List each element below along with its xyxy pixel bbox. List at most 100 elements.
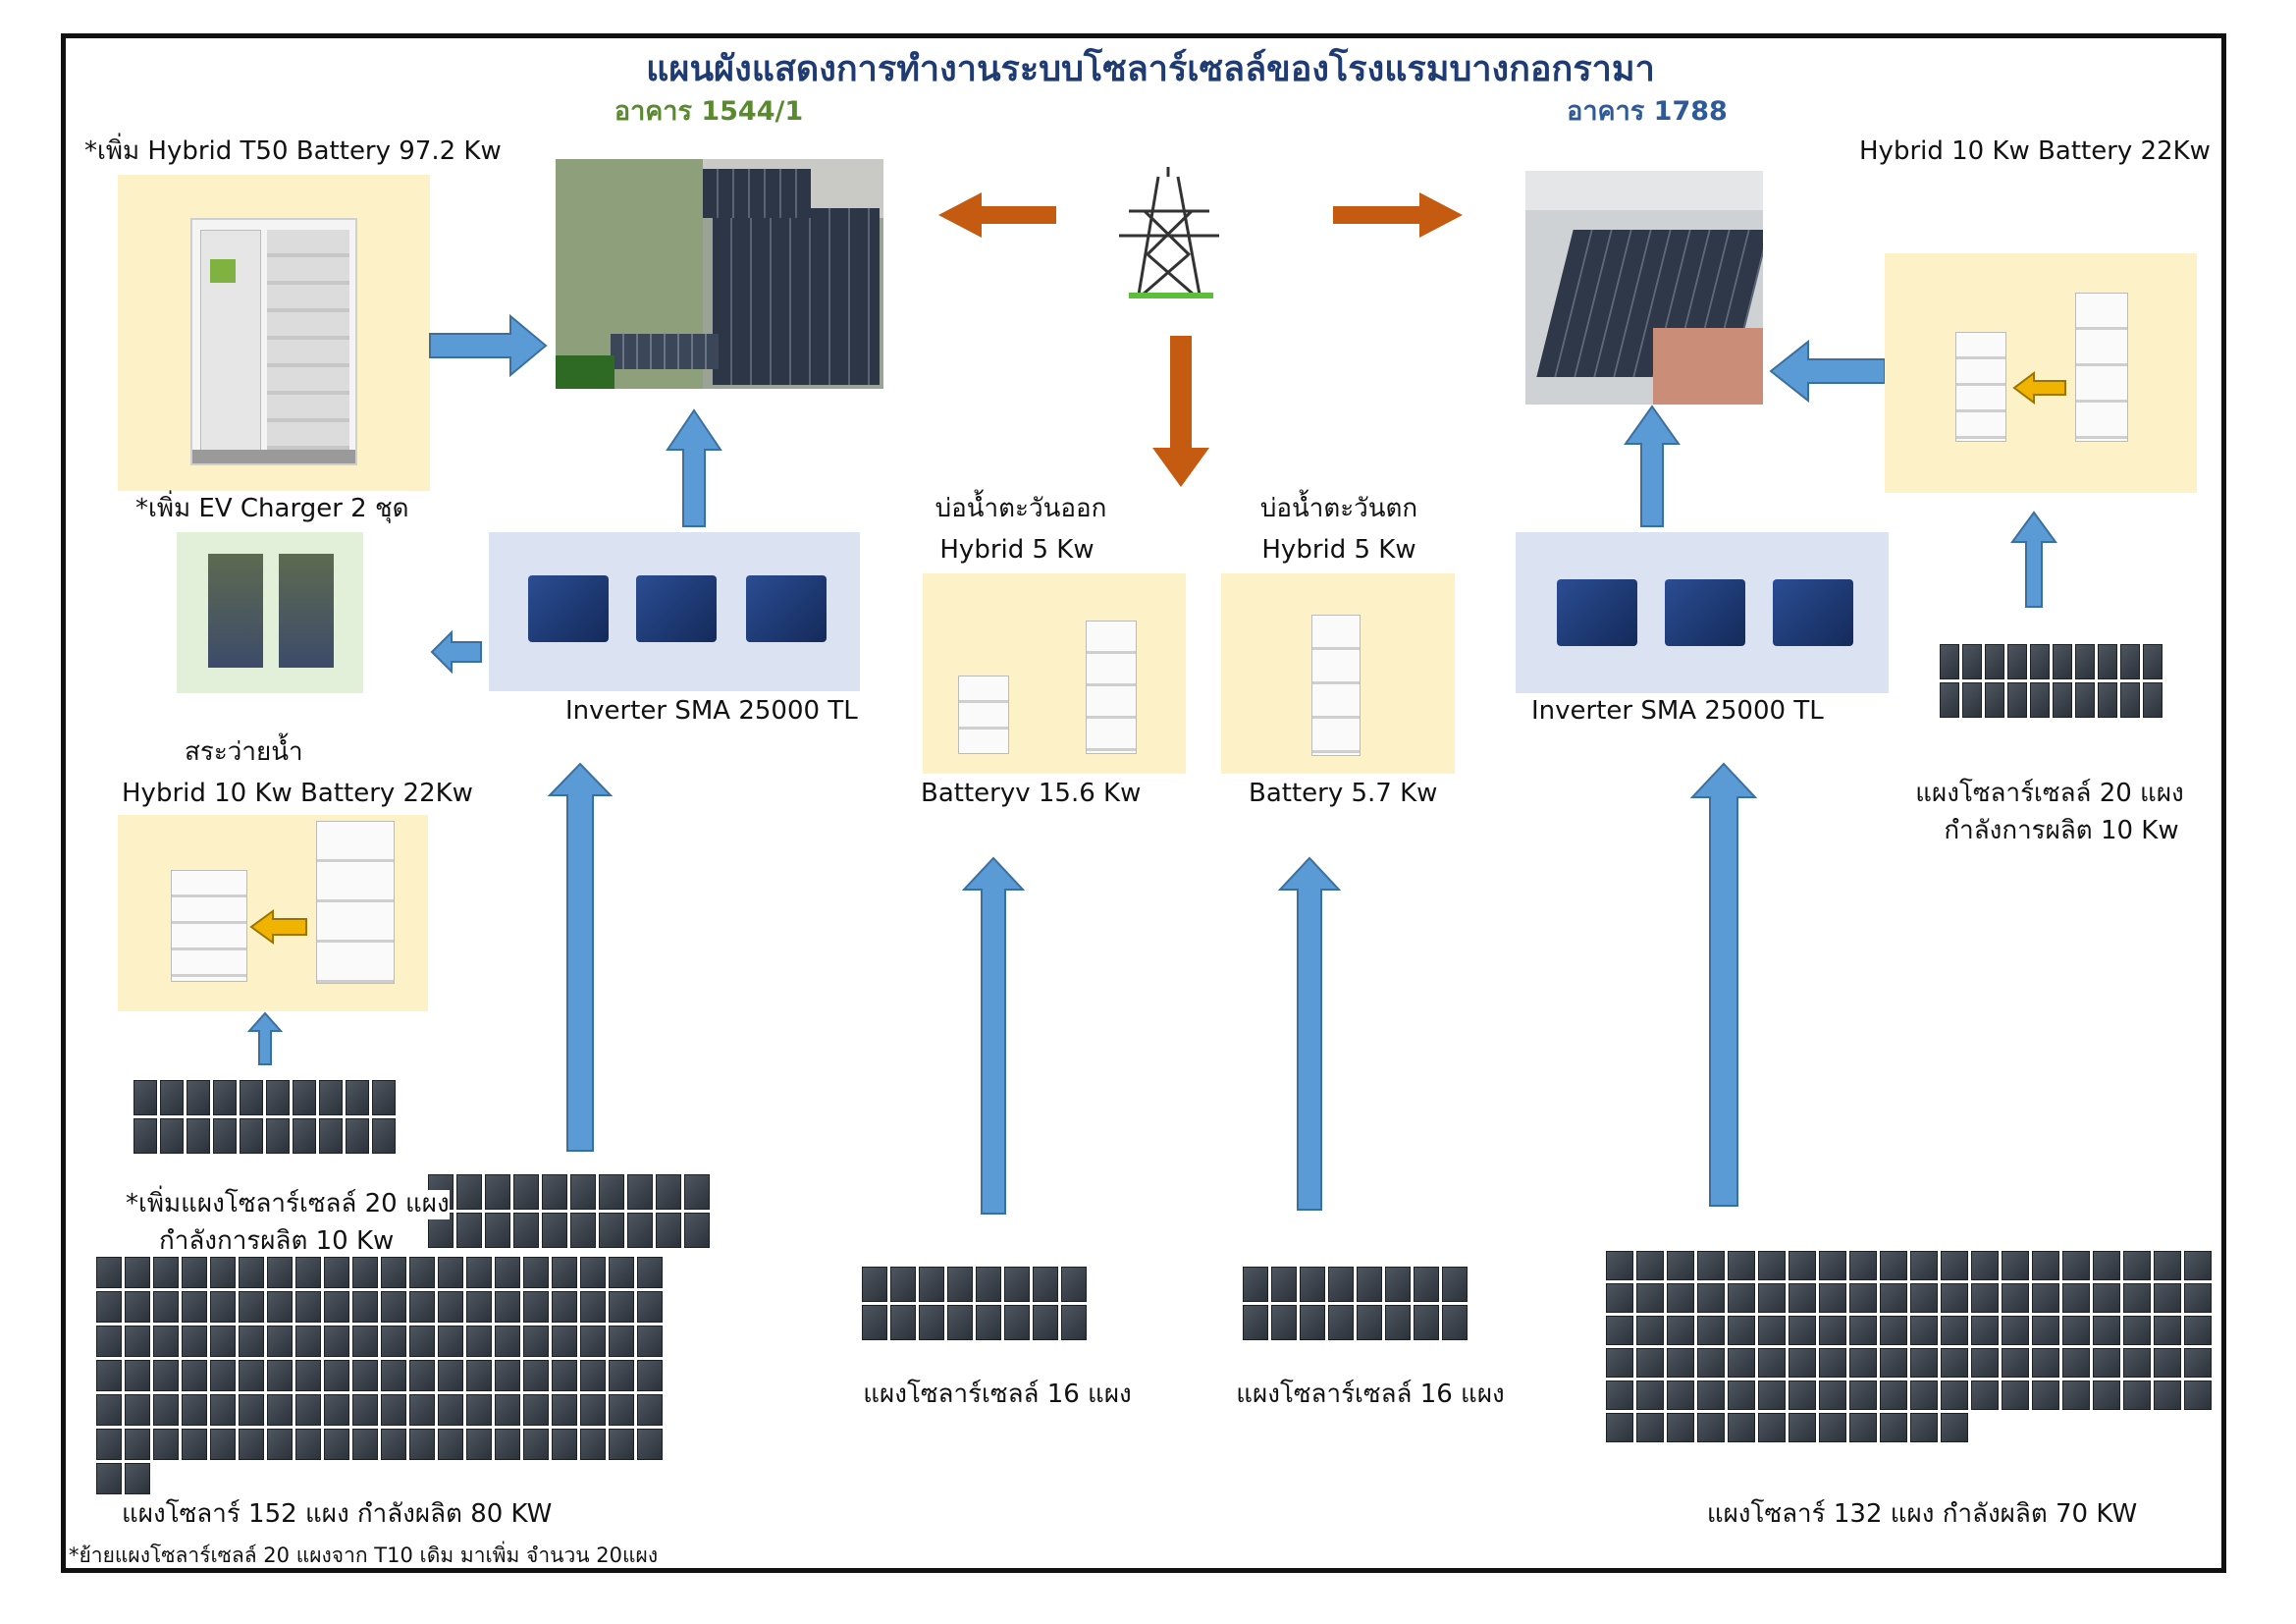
inverter-icon: [528, 575, 609, 642]
solar-panel-icon: [1789, 1316, 1816, 1345]
solar-panel-icon: [456, 1213, 482, 1248]
solar-panel-icon: [352, 1394, 378, 1426]
solar-panel-icon: [1414, 1305, 1439, 1340]
solar-panel-icon: [1728, 1251, 1755, 1280]
solar-panel-icon: [552, 1326, 577, 1357]
solar-panel-icon: [2002, 1251, 2029, 1280]
solar-panel-icon: [2002, 1348, 2029, 1378]
solar-panel-array-left-top: [428, 1174, 710, 1248]
solar-panel-icon: [1758, 1380, 1786, 1410]
solar-panel-icon: [523, 1429, 549, 1460]
battery-arrow-icon: [2012, 371, 2066, 405]
ev-charger-icon: [279, 554, 334, 668]
solar-panel-icon: [125, 1326, 150, 1357]
solar-panel-icon: [1819, 1380, 1846, 1410]
solar-panel-icon: [1636, 1413, 1664, 1442]
solar-panel-icon: [239, 1326, 264, 1357]
solar-panel-icon: [570, 1174, 596, 1210]
solar-panel-icon: [293, 1080, 316, 1115]
solar-panel-icon: [1880, 1413, 1907, 1442]
solar-panel-icon: [1667, 1413, 1694, 1442]
solar-panel-icon: [1910, 1283, 1938, 1313]
solar-panel-icon: [2184, 1283, 2212, 1313]
solar-panel-icon: [976, 1305, 1001, 1340]
solar-panel-icon: [1697, 1380, 1725, 1410]
solar-panel-icon: [947, 1305, 973, 1340]
solar-panel-icon: [656, 1213, 681, 1248]
solar-panel-icon: [1606, 1380, 1633, 1410]
solar-panel-icon: [1819, 1316, 1846, 1345]
solar-panel-icon: [2093, 1348, 2120, 1378]
solar-panel-icon: [96, 1360, 122, 1391]
solar-panel-icon: [570, 1213, 596, 1248]
solar-panel-icon: [1697, 1251, 1725, 1280]
solar-panel-icon: [1985, 682, 2004, 718]
solar-panel-icon: [213, 1080, 237, 1115]
solar-panel-icon: [637, 1257, 663, 1288]
solar-panel-icon: [552, 1394, 577, 1426]
solar-panel-icon: [239, 1257, 264, 1288]
solar-panel-icon: [125, 1429, 150, 1460]
well-east-battery: Batteryv 15.6 Kw: [921, 779, 1142, 808]
solar-panel-icon: [2002, 1283, 2029, 1313]
solar-panel-icon: [295, 1360, 321, 1391]
solar-panel-icon: [187, 1080, 210, 1115]
solar-panel-icon: [2184, 1348, 2212, 1378]
solar-panel-icon: [1789, 1413, 1816, 1442]
inverter-left-box: [489, 532, 860, 691]
solar-panel-icon: [523, 1326, 549, 1357]
solar-panel-icon: [1758, 1251, 1786, 1280]
solar-panel-icon: [637, 1291, 663, 1323]
solar-panel-icon: [1606, 1413, 1633, 1442]
solar-panel-icon: [324, 1326, 349, 1357]
solar-panel-icon: [1819, 1283, 1846, 1313]
solar-panel-icon: [1697, 1348, 1725, 1378]
solar-panel-icon: [466, 1394, 492, 1426]
solar-panel-icon: [580, 1394, 606, 1426]
solar-panel-icon: [346, 1118, 369, 1154]
solar-panel-icon: [1667, 1380, 1694, 1410]
solar-panel-icon: [2093, 1251, 2120, 1280]
building-left-label: อาคาร 1544/1: [614, 96, 804, 127]
hybrid-t50-box: [118, 175, 430, 491]
ev-charger-icon: [208, 554, 263, 668]
solar-panel-icon: [1910, 1413, 1938, 1442]
hybrid-t50-label: *เพิ่ม Hybrid T50 Battery 97.2 Kw: [84, 136, 502, 166]
solar-panel-array-well-west: [1243, 1267, 1468, 1340]
inverter-icon: [1665, 579, 1745, 646]
solar-panel-icon: [438, 1429, 463, 1460]
solar-panel-array-right-main: [1606, 1251, 2212, 1442]
solar-panel-icon: [1789, 1380, 1816, 1410]
solar-panel-icon: [1606, 1251, 1633, 1280]
solar-panel-icon: [656, 1174, 681, 1210]
solar-panel-icon: [2075, 682, 2095, 718]
solar-panel-icon: [580, 1360, 606, 1391]
solar-panel-icon: [239, 1291, 264, 1323]
solar-panel-icon: [552, 1360, 577, 1391]
solar-panel-icon: [580, 1257, 606, 1288]
solar-panel-icon: [409, 1360, 435, 1391]
solar-panel-icon: [1033, 1305, 1058, 1340]
well-east-panels-label: แผงโซลาร์เซลล์ 16 แผง: [863, 1380, 1132, 1409]
solar-panel-icon: [1971, 1316, 1999, 1345]
solar-panel-icon: [1667, 1251, 1694, 1280]
solar-panel-icon: [919, 1305, 944, 1340]
battery-stack-icon: [958, 676, 1009, 754]
solar-panel-icon: [552, 1257, 577, 1288]
solar-panel-icon: [495, 1291, 520, 1323]
solar-panel-icon: [324, 1291, 349, 1323]
solar-panel-icon: [1880, 1251, 1907, 1280]
solar-panel-icon: [182, 1257, 207, 1288]
solar-panel-icon: [1667, 1283, 1694, 1313]
solar-panel-icon: [890, 1305, 916, 1340]
solar-panel-icon: [1636, 1348, 1664, 1378]
solar-panel-icon: [1941, 1380, 1968, 1410]
solar-panel-icon: [1271, 1267, 1297, 1302]
solar-panel-icon: [295, 1257, 321, 1288]
solar-panel-icon: [2062, 1348, 2090, 1378]
inverter-icon: [1557, 579, 1637, 646]
solar-panel-array-left-main: [96, 1257, 663, 1494]
battery-stack-icon: [1955, 332, 2006, 442]
solar-panel-icon: [125, 1257, 150, 1288]
building-right-label: อาคาร 1788: [1567, 96, 1728, 127]
